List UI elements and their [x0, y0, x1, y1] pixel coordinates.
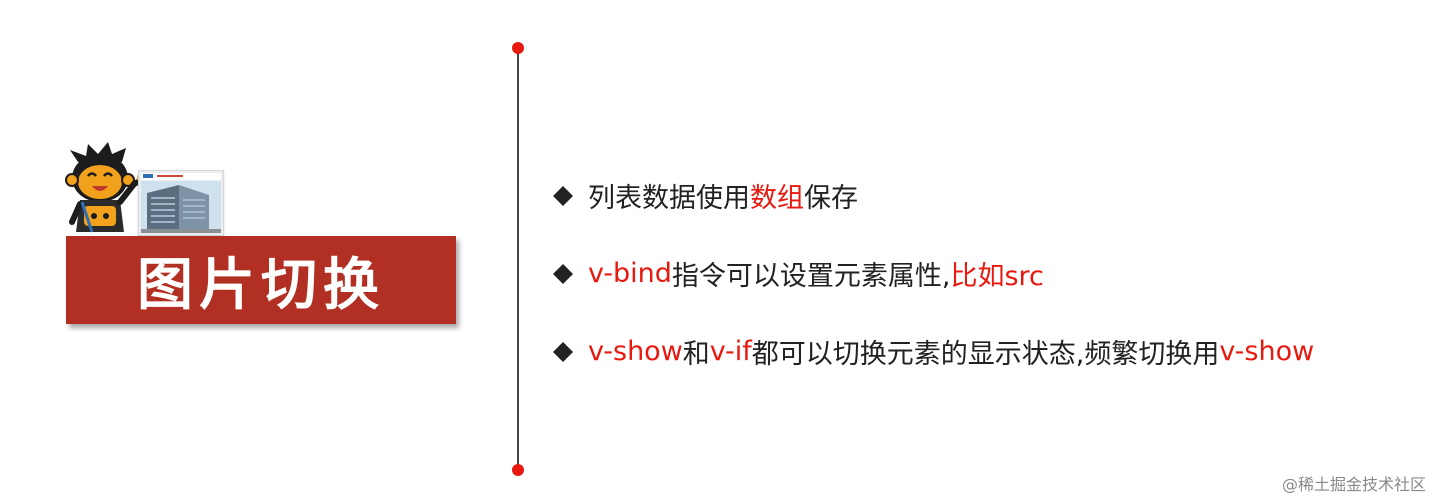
divider-bottom-dot [512, 464, 524, 476]
vertical-divider [517, 48, 519, 472]
bullet-highlight: v-if [709, 336, 752, 367]
bullet-item: 列表数据使用数组保存 [552, 176, 858, 215]
title-banner: 图片切换 [66, 236, 456, 324]
diamond-bullet-icon [553, 185, 573, 206]
bullet-text: 指令可以设置元素属性, [671, 261, 951, 292]
building-photo [138, 170, 224, 236]
diamond-bullet-icon [553, 341, 573, 362]
bullet-highlight: 数组 [750, 183, 804, 214]
bullet-highlight: 比如src [950, 261, 1044, 292]
mascot-illustration [65, 142, 147, 233]
bullet-text: 保存 [804, 183, 858, 214]
bullet-text: 都可以切换元素的显示状态,频繁切换用 [751, 339, 1220, 370]
bullet-highlight: v-bind [588, 258, 672, 289]
bullet-text: 列表数据使用 [588, 183, 750, 214]
diamond-bullet-icon [553, 263, 573, 284]
bullet-text: 和 [682, 339, 710, 370]
slide-title: 图片切换 [137, 252, 385, 318]
divider-top-dot [512, 42, 524, 54]
watermark: @稀土掘金技术社区 [1281, 475, 1426, 494]
bullet-highlight: v-show [588, 336, 683, 367]
bullet-highlight: v-show [1219, 336, 1315, 367]
